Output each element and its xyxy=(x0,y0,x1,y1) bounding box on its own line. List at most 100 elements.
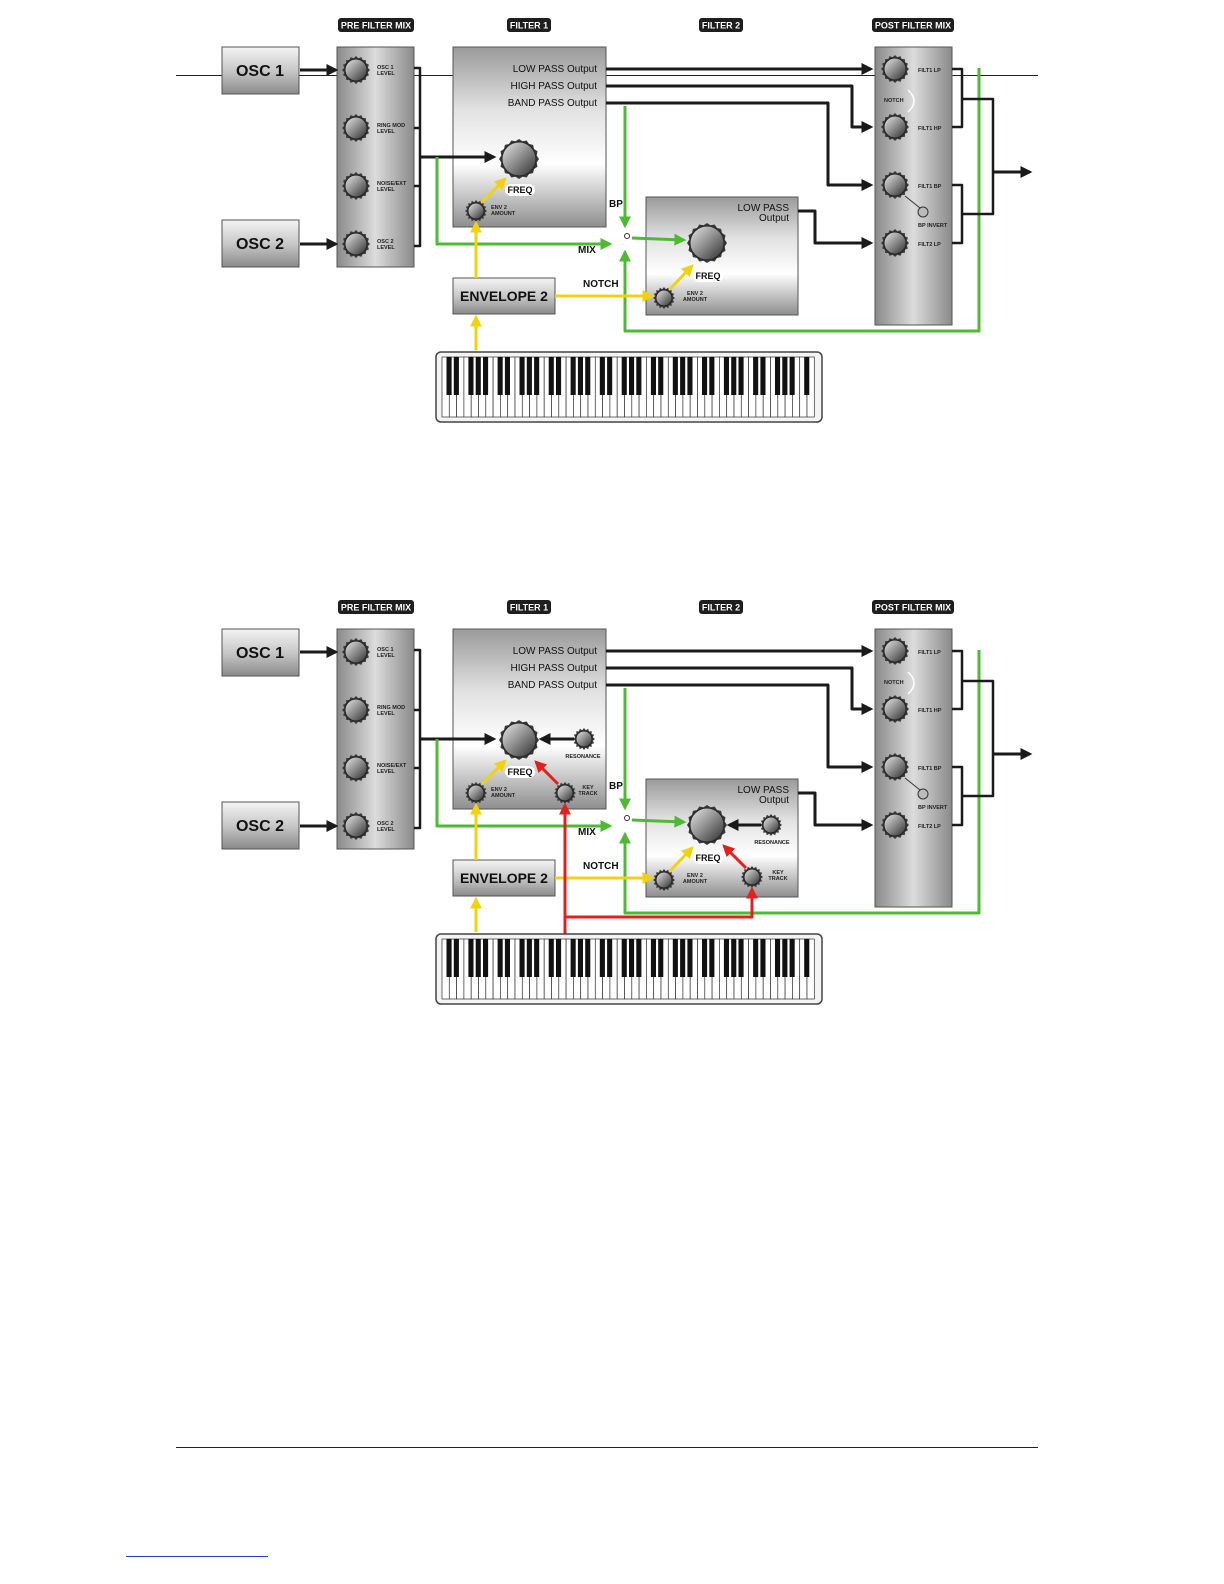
filter1-panel xyxy=(452,628,607,810)
post-mix-knob-1 xyxy=(881,637,909,665)
header-tag-bg xyxy=(699,18,743,32)
filter2-output-label: LOW PASS xyxy=(738,785,790,796)
wire-bp-to-post xyxy=(606,101,874,191)
wire-env2-amount-to-freq2 xyxy=(668,264,694,291)
keyboard-black-key xyxy=(738,939,744,977)
wire-filter2-to-post xyxy=(798,791,874,831)
wire-pre-mix-bus xyxy=(414,648,422,830)
keyboard-black-key xyxy=(468,939,474,977)
post-notch-label: NOTCH xyxy=(884,98,904,104)
knob-face xyxy=(344,756,368,780)
keyboard-black-key xyxy=(483,357,489,395)
wire-env2-amount-to-freq2 xyxy=(668,846,694,873)
post-knob-filt2-lp-label: FILT2 LP xyxy=(918,824,941,830)
knob-face xyxy=(883,57,907,81)
filter2-output-label: Output xyxy=(759,795,789,806)
filter2-env2-amount-label: AMOUNT xyxy=(683,297,708,303)
osc1-box: OSC 1 xyxy=(221,628,300,677)
filter2-env2-amount-knob xyxy=(653,287,675,309)
wire-env2-amount-to-freq1 xyxy=(480,177,507,204)
filter2-freq-label-bg xyxy=(693,270,723,282)
filter2-keytrack-knob xyxy=(741,866,763,888)
keyboard-black-key xyxy=(483,939,489,977)
keyboard-black-key xyxy=(621,939,627,977)
keyboard-black-key xyxy=(556,357,562,395)
pre-mix-knob-2 xyxy=(342,114,370,142)
switch-pivot xyxy=(624,233,630,239)
keyboard-black-key xyxy=(504,939,510,977)
filter1-hp-output-label: HIGH PASS Output xyxy=(510,663,597,674)
wire-switch-to-filter2 xyxy=(631,815,687,828)
knob-face xyxy=(883,231,907,255)
header-rule xyxy=(176,75,1038,76)
wire-bp-to-post xyxy=(606,683,874,773)
wire-hp-to-post xyxy=(606,84,874,133)
pre-mix-knob-3 xyxy=(342,754,370,782)
post-knob-filt1-hp-label: FILT1 HP xyxy=(918,126,942,132)
pre-mix-knob-label: LEVEL xyxy=(377,827,395,833)
keyboard-black-key xyxy=(534,357,540,395)
filter2-resonance-label: RESONANCE xyxy=(754,840,789,846)
osc-label: OSC 2 xyxy=(236,818,284,835)
wire-post-bus-d xyxy=(962,172,995,216)
keyboard-black-key xyxy=(789,357,795,395)
pre-mix-knob-label: OSC 2 xyxy=(377,239,394,245)
filter1-keytrack-label: KEY xyxy=(582,785,594,791)
keyboard-black-key xyxy=(782,939,788,977)
knob-face xyxy=(883,173,907,197)
filter1-freq-label-bg xyxy=(505,766,535,778)
filter2-freq-knob xyxy=(687,805,727,845)
keyboard-black-key xyxy=(453,357,459,395)
post-knob-filt1-bp-label: FILT1 BP xyxy=(918,766,942,772)
pre-mix-knob-label: LEVEL xyxy=(377,711,395,717)
keyboard-black-key xyxy=(731,357,737,395)
pre-mix-knob-label: LEVEL xyxy=(377,187,395,193)
pre-mix-knob-1 xyxy=(342,638,370,666)
keyboard-black-key xyxy=(607,939,613,977)
post-mix-knob-3 xyxy=(881,171,909,199)
filter1-env2-amount-knob xyxy=(465,200,487,222)
osc-label: OSC 2 xyxy=(236,236,284,253)
filter1-freq-knob xyxy=(499,139,539,179)
post-notch-label: NOTCH xyxy=(884,680,904,686)
keyboard-black-key xyxy=(519,357,525,395)
keyboard-black-key xyxy=(475,939,481,977)
keyboard xyxy=(435,933,823,1005)
knob-face xyxy=(344,232,368,256)
pre-mix-knob-label: LEVEL xyxy=(377,129,395,135)
header-tag-label: POST FILTER MIX xyxy=(875,603,951,613)
header-pre-filter-mix: PRE FILTER MIX xyxy=(338,600,414,614)
keyboard-black-key xyxy=(497,357,503,395)
filter1-env2-amount-label: AMOUNT xyxy=(491,211,516,217)
keyboard-black-key xyxy=(687,939,693,977)
keyboard-black-key xyxy=(680,357,686,395)
filter2-env2-amount-label: ENV 2 xyxy=(687,873,703,879)
pre-mix-knob-label: RING MOD xyxy=(377,123,405,129)
knob-face xyxy=(883,639,907,663)
keyboard-black-key xyxy=(504,357,510,395)
keyboard-black-key xyxy=(548,357,554,395)
wire-post-bus-a xyxy=(952,649,964,711)
envelope2-label: ENVELOPE 2 xyxy=(460,870,548,886)
header-filter-1: FILTER 1 xyxy=(507,18,551,32)
wire-keytrack-to-freq1 xyxy=(534,760,560,786)
header-tag-label: FILTER 2 xyxy=(702,21,740,31)
envelope2-box xyxy=(452,859,556,897)
knob-face xyxy=(743,868,761,886)
keyboard-black-key xyxy=(548,939,554,977)
header-tag-bg xyxy=(338,600,414,614)
envelope2-label: ENVELOPE 2 xyxy=(460,288,548,304)
keyboard-black-key xyxy=(585,939,591,977)
keyboard-black-key xyxy=(534,939,540,977)
keyboard-black-key xyxy=(804,357,810,395)
keyboard-black-key xyxy=(709,939,715,977)
filter2-env2-amount-label: ENV 2 xyxy=(687,291,703,297)
keyboard-black-key xyxy=(607,357,613,395)
filter1-lp-output-label: LOW PASS Output xyxy=(513,64,598,75)
keyboard-black-key xyxy=(629,357,635,395)
keyboard-black-key xyxy=(636,357,642,395)
knob-face xyxy=(883,755,907,779)
keyboard-black-key xyxy=(468,357,474,395)
wire-notch-return xyxy=(619,650,981,915)
pre-mix-knob-label: LEVEL xyxy=(377,653,395,659)
